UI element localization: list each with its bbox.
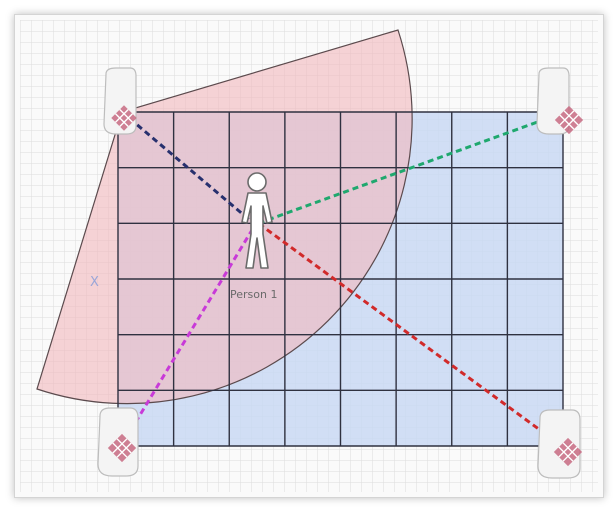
anchor-bottom-left [97,407,139,477]
area-grid [117,111,564,447]
edge-hint: X [90,275,99,290]
wifi-anchor-icon [97,407,139,477]
person-label: Person 1 [230,288,277,301]
range-line-top-right [261,110,566,224]
wifi-anchor-icon [103,67,137,135]
range-line-top-left [121,110,253,224]
anchor-top-right [536,67,584,135]
wifi-anchor-icon [536,67,584,135]
wifi-anchor-icon [537,409,583,479]
anchor-bottom-right [537,409,583,479]
range-line-bottom-left [118,229,254,449]
anchor-top-left [103,67,137,135]
range-lines [118,110,571,454]
person-icon [241,172,273,269]
range-line-bottom-right [261,224,571,454]
